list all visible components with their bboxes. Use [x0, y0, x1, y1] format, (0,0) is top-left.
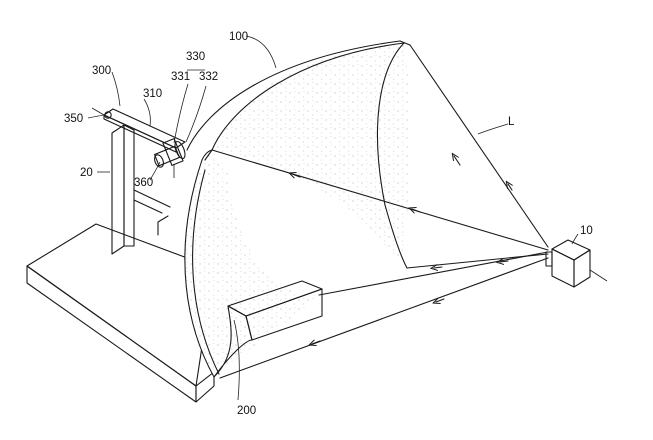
upper-mirror — [186, 40, 411, 269]
label-300: 300 — [92, 65, 111, 77]
label-100: 100 — [229, 31, 248, 43]
label-20: 20 — [80, 167, 93, 179]
label-200: 200 — [237, 405, 256, 417]
leader-lines — [87, 35, 579, 401]
receiver-assembly — [154, 138, 186, 178]
label-330: 330 — [186, 51, 205, 63]
label-332: 332 — [199, 71, 218, 83]
arm-rod — [91, 107, 186, 153]
label-331: 331 — [171, 71, 190, 83]
support-post — [111, 124, 171, 255]
light-source-box — [545, 239, 608, 288]
label-10: 10 — [580, 225, 593, 237]
label-L: L — [508, 116, 515, 128]
label-310: 310 — [143, 88, 162, 100]
label-350: 350 — [64, 113, 83, 125]
label-360: 360 — [134, 177, 153, 189]
pivot-bolt — [104, 111, 112, 119]
reference-labels: 100 300 330 331 332 310 350 20 360 L 10 … — [64, 31, 593, 417]
lower-mirror — [184, 149, 323, 378]
light-rays — [211, 44, 549, 379]
